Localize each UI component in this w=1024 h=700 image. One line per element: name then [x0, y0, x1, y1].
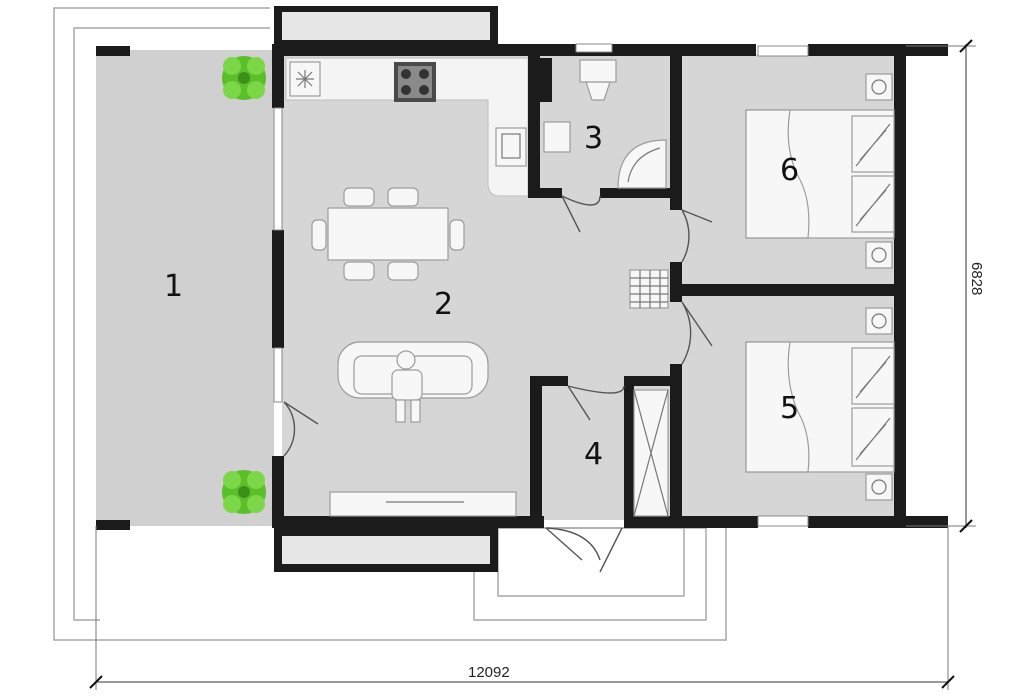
room-5-label: 5	[780, 391, 799, 426]
depth-dimension-label: 6828	[968, 262, 985, 295]
bedroom-6-furniture	[745, 73, 895, 269]
bath-sink	[543, 121, 571, 153]
dimension-line-depth	[906, 39, 976, 533]
tv-cabinet	[329, 491, 517, 517]
bathroom-fixtures	[543, 59, 667, 189]
sofa	[337, 341, 489, 423]
terrace-floor	[96, 50, 274, 526]
dining-set	[311, 187, 465, 281]
terrace-post-bottom	[96, 520, 130, 530]
plant-icon	[222, 470, 266, 514]
dimension-line-width	[89, 526, 955, 690]
box-projections	[274, 6, 498, 572]
site-outline	[53, 7, 727, 641]
kitchen-counter	[285, 57, 529, 197]
room-1-label: 1	[164, 269, 183, 304]
room-4-label: 4	[584, 437, 603, 472]
bedroom-5-furniture	[745, 307, 895, 501]
kitchen-appliances	[289, 61, 527, 167]
windows	[273, 43, 809, 527]
hall-closet	[633, 389, 669, 517]
toilet-tank	[579, 59, 617, 83]
fridge	[289, 61, 321, 97]
terrace-post-top	[96, 46, 130, 56]
width-dimension-label: 12092	[468, 664, 510, 681]
plant-icon	[222, 56, 266, 100]
room-2-label: 2	[434, 287, 453, 322]
walls	[272, 44, 948, 528]
stairs	[629, 269, 669, 309]
doors	[283, 195, 713, 573]
shower	[617, 139, 667, 189]
room-6-label: 6	[780, 153, 799, 188]
room-3-label: 3	[584, 121, 603, 156]
